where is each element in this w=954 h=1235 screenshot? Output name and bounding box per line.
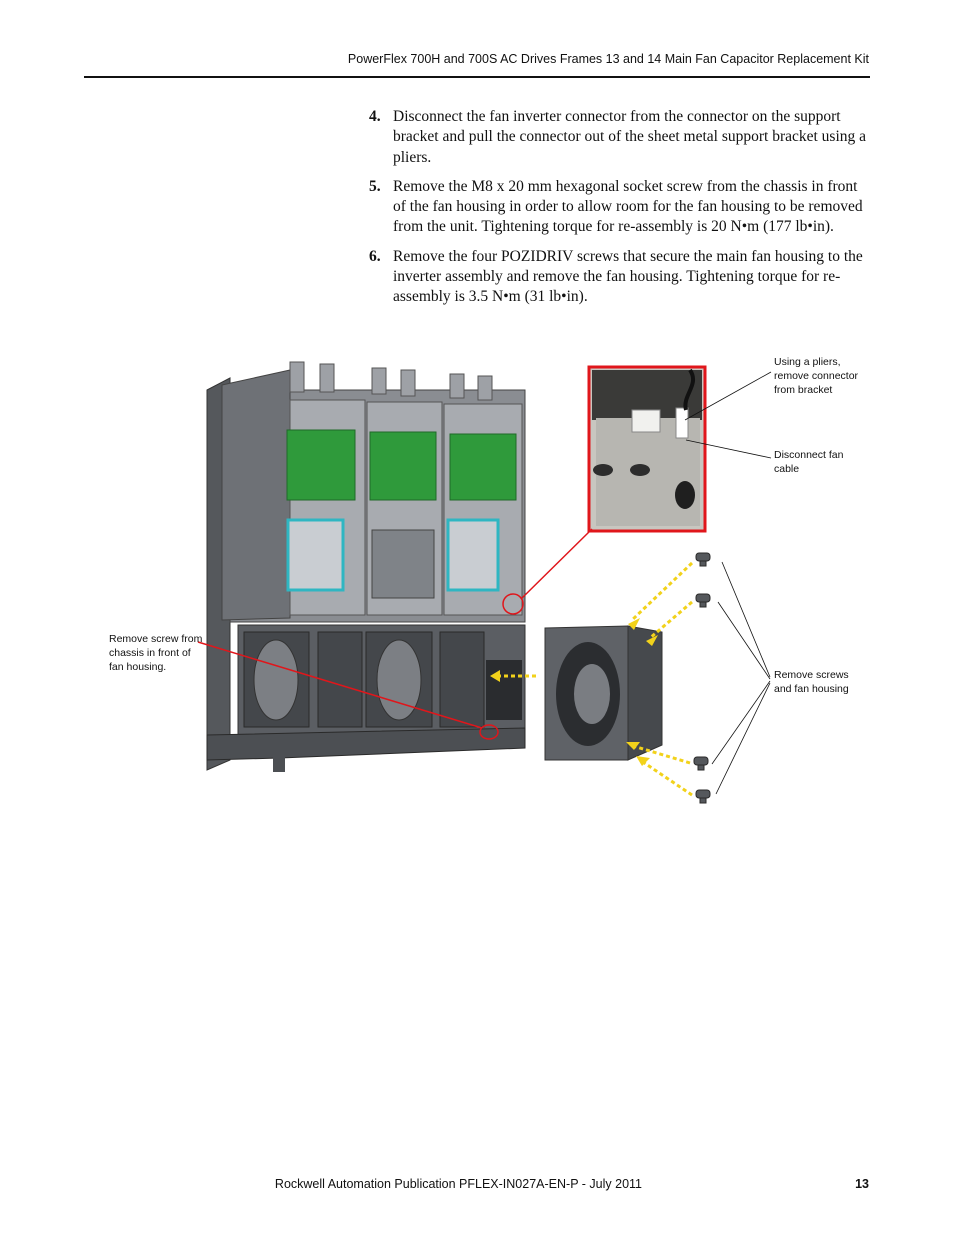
step-text: Disconnect the fan inverter connector fr… — [393, 108, 867, 166]
callout-remove-chassis-screw: Remove screw from chassis in front of fa… — [109, 633, 203, 673]
page-header-title: PowerFlex 700H and 700S AC Drives Frames… — [347, 52, 869, 66]
step-number: 6. — [369, 247, 381, 265]
highlight-markers — [197, 528, 593, 740]
callout-pliers: Using a pliers, remove connector from br… — [774, 356, 859, 396]
step-text: Remove the M8 x 20 mm hexagonal socket s… — [393, 177, 863, 236]
callout-disconnect-cable: Disconnect fan cable — [774, 449, 844, 475]
step-number: 4. — [369, 108, 381, 125]
callout-leaders — [684, 371, 772, 795]
drive-chassis-illustration — [206, 361, 526, 772]
step-5: 5. Remove the M8 x 20 mm hexagonal socke… — [369, 177, 869, 238]
movement-arrows — [498, 561, 694, 797]
header-rule — [84, 76, 870, 78]
screw-icons — [693, 552, 711, 804]
page-number: 13 — [855, 1177, 869, 1191]
fan-housing-illustration — [544, 625, 663, 761]
step-6: 6. Remove the four POZIDRIV screws that … — [369, 247, 869, 308]
step-4: 4. Disconnect the fan inverter connector… — [369, 107, 869, 168]
callout-remove-screws-housing: Remove screws and fan housing — [774, 669, 849, 695]
step-number: 5. — [369, 177, 381, 195]
connector-inset-photo — [587, 365, 707, 533]
step-text: Remove the four POZIDRIV screws that sec… — [393, 247, 863, 306]
footer-publication: Rockwell Automation Publication PFLEX-IN… — [274, 1177, 642, 1191]
instruction-steps: 4. Disconnect the fan inverter connector… — [369, 107, 869, 317]
